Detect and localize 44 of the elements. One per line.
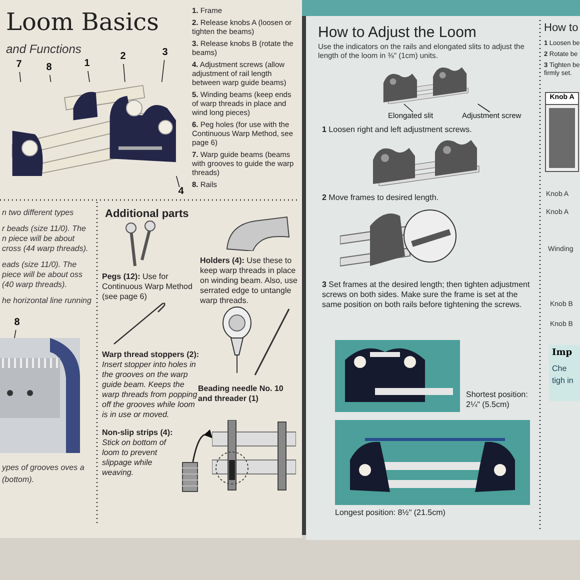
arrow	[192, 430, 213, 462]
step-text: 2 Move frames to desired length.	[322, 192, 440, 204]
step-text: 3 Set frames at the desired length; then tighten adjustment screws on both sides. Make sure the frame is set at the same position on both rails before tightening the screws.	[322, 280, 531, 310]
loom-base-drawing	[212, 420, 296, 492]
part-description: Non-slip strips (4): Stick on bottom of loom to prevent slippage while weaving.	[102, 428, 174, 478]
callout-number: 1	[82, 59, 92, 69]
diagram-panel	[545, 92, 579, 172]
section-heading: How to Adjust the Loom	[318, 23, 478, 43]
leader-line	[88, 70, 90, 82]
callout-number: 3	[160, 48, 170, 58]
loom-photo	[0, 338, 80, 453]
callout-number: 7	[14, 60, 24, 70]
leader-line	[477, 104, 490, 112]
body-text: n two different types	[2, 208, 75, 218]
page-title: Loom Basics	[6, 7, 159, 38]
section-heading: How to	[544, 21, 580, 36]
step-text: 1 Loosen right and left adjustment screws.	[322, 124, 473, 136]
section-heading: Additional parts	[105, 207, 190, 222]
part-description: Holders (4): Use these to keep warp threads in place on winding beam. Also, use serrated edge to untangle warp threads.	[200, 256, 298, 306]
body-text: ypes of grooves oves a (bottom).	[2, 462, 86, 486]
part-description: Beading needle No. 10 and threader (1)	[198, 384, 284, 404]
leader-line	[176, 176, 180, 188]
leader-line	[49, 74, 52, 82]
callout-number: 2	[118, 52, 128, 62]
loom-photo	[335, 340, 460, 412]
callout-number: 8	[44, 63, 54, 73]
photo-caption: Shortest position: 2¼" (5.5cm)	[466, 390, 529, 410]
leader-line	[19, 72, 22, 82]
body-text: he horizontal line running	[2, 296, 92, 306]
note-heading: Imp	[552, 347, 574, 360]
callout-number: 8	[12, 318, 22, 328]
callout-number: 4	[176, 187, 186, 197]
leader-line	[404, 104, 414, 112]
note-text: Che tigh in	[552, 362, 574, 386]
leader-line	[123, 64, 126, 82]
loom-photo	[335, 420, 530, 505]
leader-line	[161, 60, 165, 82]
non-slip-strip	[182, 462, 198, 492]
body-text: eads (size 11/0). The piece will be about oss (40 warp threads).	[2, 260, 84, 290]
photo-caption: Longest position: 8½" (21.5cm)	[335, 508, 446, 518]
body-text: r beads (size 11/0). The n piece will be about cross (44 warp threads).	[2, 224, 90, 254]
subheading: and Functions	[6, 41, 82, 58]
part-description: Pegs (12): Use for Continuous Warp Method (see page 6)	[102, 272, 194, 302]
leader-line	[14, 330, 16, 338]
